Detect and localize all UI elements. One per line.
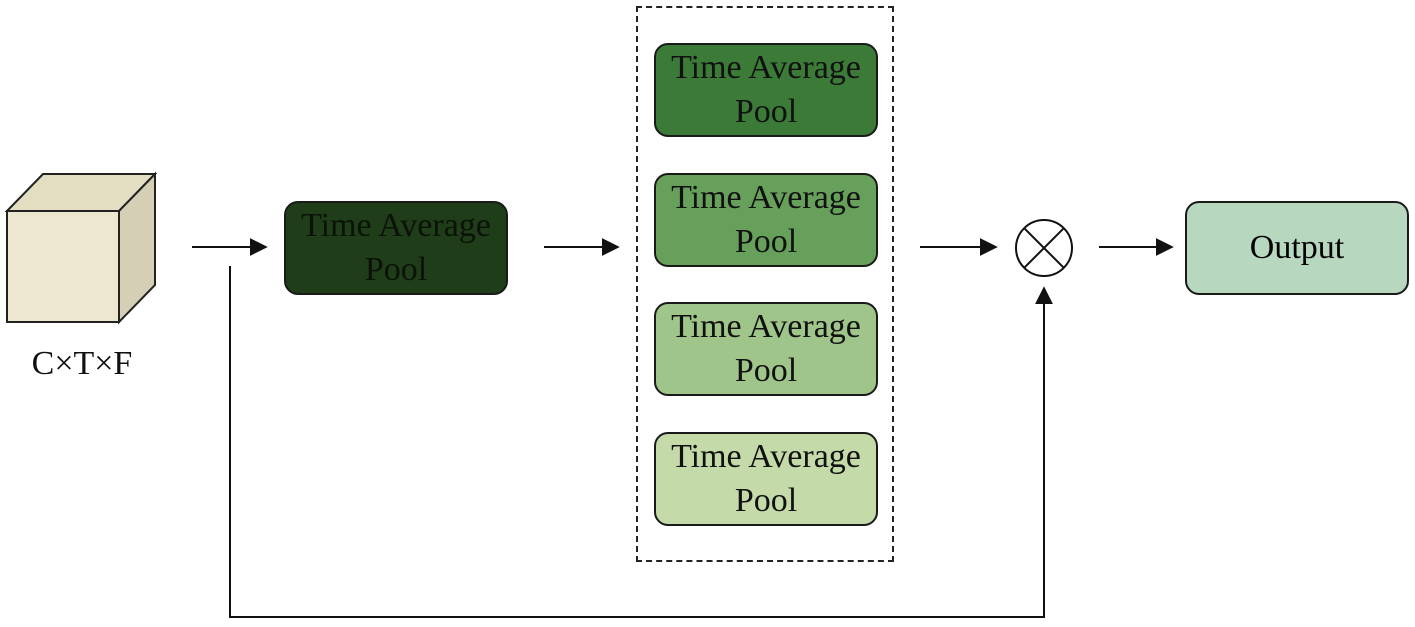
input-dimension-label: C×T×F <box>31 345 133 382</box>
block-label-line1: Time Average <box>671 438 861 475</box>
input-cube-icon <box>4 171 158 325</box>
block-label-line2: Pool <box>364 251 428 288</box>
block-label-line1: Time Average <box>671 179 861 216</box>
stacked-pool-block-3: Time Average Pool <box>654 302 878 396</box>
block-label-line1: Time Average <box>671 49 861 86</box>
stacked-pool-block-4: Time Average Pool <box>654 432 878 526</box>
block-label-line2: Pool <box>734 482 798 519</box>
block-label-line1: Time Average <box>301 207 491 244</box>
block-label-line2: Pool <box>734 352 798 389</box>
output-label: Output <box>1249 229 1345 266</box>
block-label-line2: Pool <box>734 223 798 260</box>
output-block: Output <box>1185 201 1409 295</box>
block-label-line2: Pool <box>734 93 798 130</box>
pool-stack-group <box>636 6 894 562</box>
stacked-pool-block-1: Time Average Pool <box>654 43 878 137</box>
multiply-icon <box>1015 219 1073 277</box>
block-label-line1: Time Average <box>671 308 861 345</box>
time-average-pool-block: Time Average Pool <box>284 201 508 295</box>
stacked-pool-block-2: Time Average Pool <box>654 173 878 267</box>
skip-connection-arrow <box>229 266 1053 618</box>
